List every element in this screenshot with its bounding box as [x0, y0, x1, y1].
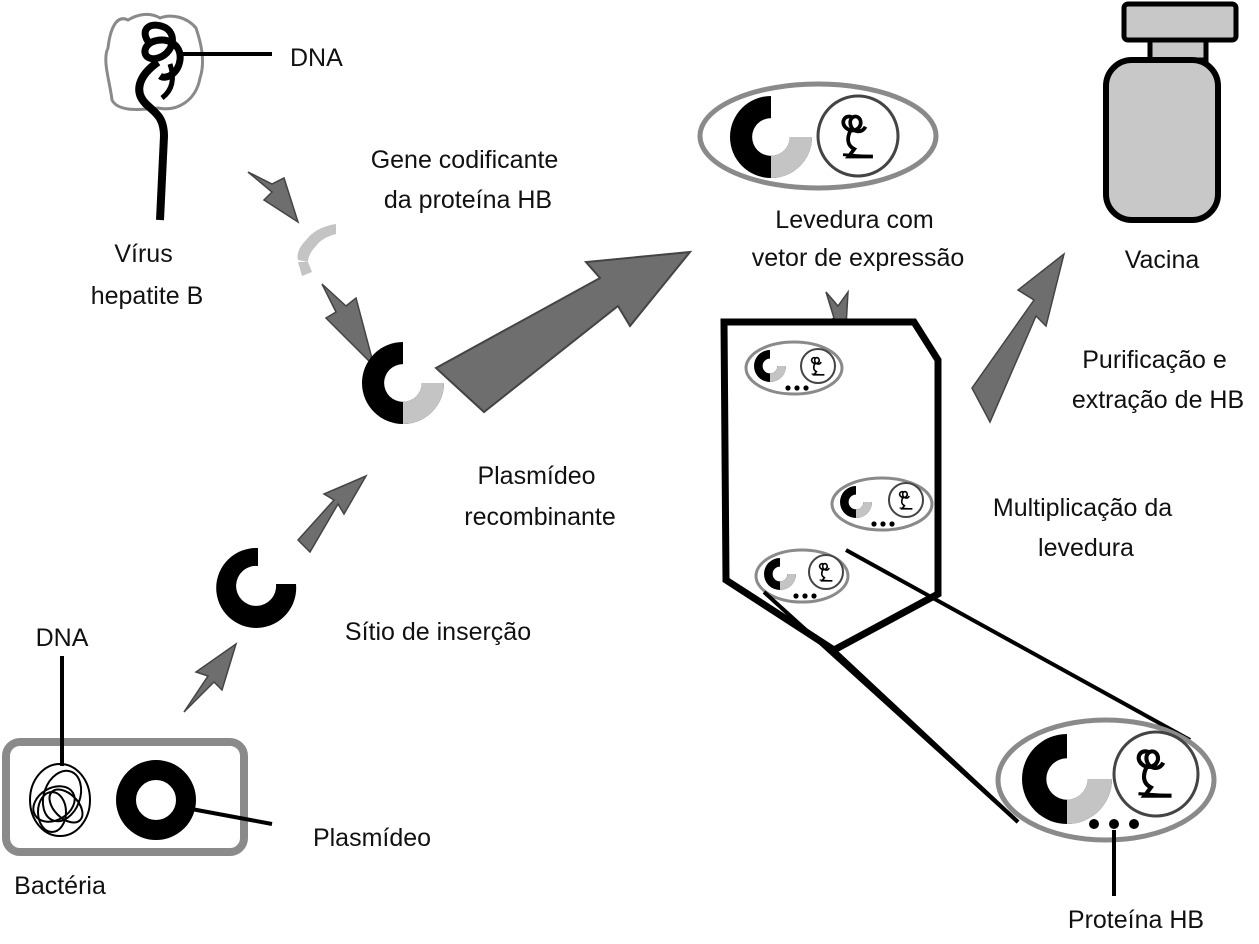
yeast-vector-label: Levedura com vetor de expressão: [752, 206, 965, 272]
purification-label: Purificação e extração de HB: [1072, 346, 1244, 414]
virus-hepatite-b: [104, 12, 272, 221]
bacteria-label: Bactéria: [14, 872, 106, 900]
bacteria-cell: [2, 656, 273, 856]
zoom-lines: [762, 548, 1191, 824]
open-plasmid: [216, 547, 297, 628]
bacteria-plasmid: [116, 760, 196, 840]
arrow-virus-to-gene: [247, 171, 300, 224]
protein-dot: [1129, 819, 1139, 829]
arrow-bacteria-to-open-plasmid: [183, 642, 238, 713]
virus-dna-label: DNA: [290, 44, 343, 72]
zoomed-yeast: [995, 717, 1217, 896]
recombinant-plasmid: [362, 342, 444, 424]
arrow-open-to-recombinant: [296, 474, 368, 554]
plasmid-label: Plasmídeo: [313, 824, 431, 852]
yeast-cell: [697, 81, 939, 191]
virus-label: Vírus hepatite B: [91, 240, 204, 310]
arrow-gene-to-plasmid: [321, 283, 376, 369]
arrow-culture-to-vaccine: [971, 252, 1066, 424]
arrow-plasmid-to-yeast: [434, 250, 693, 414]
protein-dot: [1109, 819, 1119, 829]
yeast-culture: [720, 318, 942, 655]
vaccine-label: Vacina: [1125, 246, 1200, 274]
bacteria-dna-label: DNA: [36, 624, 89, 652]
vaccine-vial: [1103, 1, 1239, 223]
protein-dot: [1089, 819, 1099, 829]
gene-label: Gene codificante da proteína HB: [371, 146, 566, 214]
culture-yeast-1: [744, 340, 844, 396]
protein-hb-label: Proteína HB: [1068, 906, 1204, 934]
culture-yeast-3: [754, 548, 850, 604]
culture-yeast-2: [830, 476, 934, 532]
multiplication-label: Multiplicação da levedura: [993, 494, 1179, 562]
insertion-site-label: Sítio de inserção: [345, 618, 531, 646]
bacteria-dna-tangle: [29, 763, 91, 837]
gene-fragment: [297, 224, 336, 276]
recombinant-plasmid-label: Plasmídeo recombinante: [464, 462, 615, 531]
yeast-plasmid: [730, 96, 812, 178]
